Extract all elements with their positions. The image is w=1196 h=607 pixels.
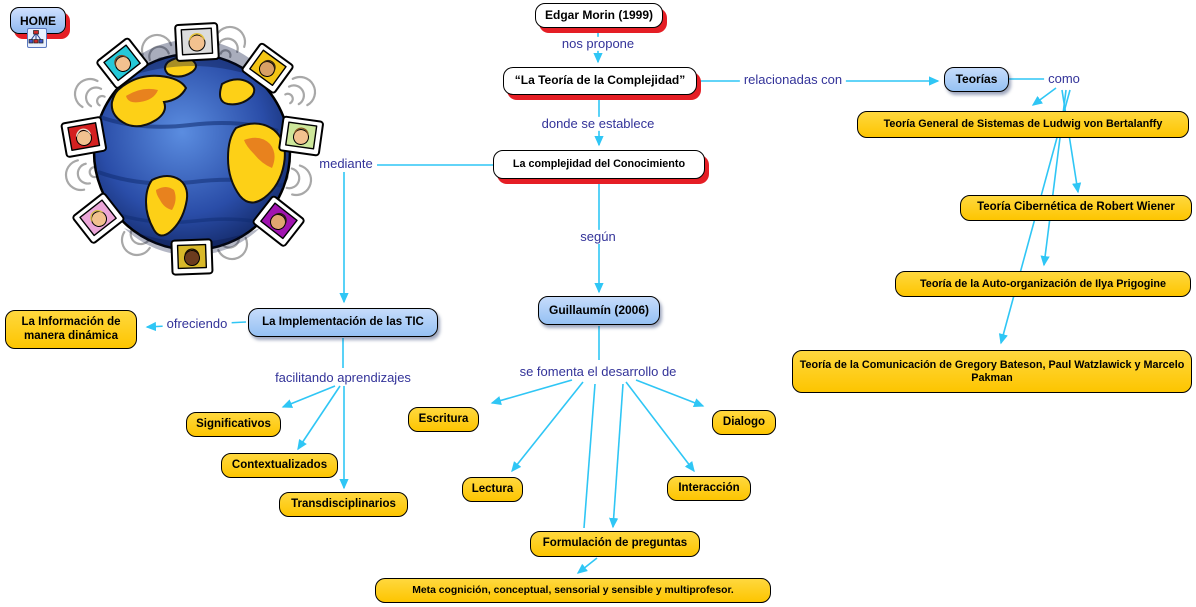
node-significativos[interactable]: Significativos xyxy=(186,412,281,437)
link-mediante: mediante xyxy=(315,156,377,172)
node-teoria-cibernetica-wiener[interactable]: Teoría Cibernética de Robert Wiener xyxy=(960,195,1192,221)
earth-globe xyxy=(92,39,292,256)
node-dialogo[interactable]: Dialogo xyxy=(712,410,776,435)
node-teoria-comunicacion-bateson[interactable]: Teoría de la Comunicación de Gregory Bat… xyxy=(792,350,1192,393)
node-informacion-dinamica[interactable]: La Información de manera dinámica xyxy=(5,310,137,349)
link-ofreciendo: ofreciendo xyxy=(162,316,232,332)
node-interaccion[interactable]: Interacción xyxy=(667,476,751,501)
node-transdisciplinarios[interactable]: Transdisciplinarios xyxy=(279,492,408,517)
node-lectura[interactable]: Lectura xyxy=(462,477,523,502)
link-nos-propone: nos propone xyxy=(557,36,639,52)
globe-network-illustration xyxy=(60,22,324,276)
node-metacognicion[interactable]: Meta cognición, conceptual, sensorial y … xyxy=(375,578,771,603)
node-edgar-morin[interactable]: Edgar Morin (1999) xyxy=(535,3,663,28)
link-relacionadas-con: relacionadas con xyxy=(739,72,847,88)
node-complejidad-conocimiento[interactable]: La complejidad del Conocimiento xyxy=(493,150,705,179)
node-teoria-complejidad[interactable]: “La Teoría de la Complejidad” xyxy=(503,67,697,95)
node-teorias[interactable]: Teorías xyxy=(944,67,1009,92)
concept-map-icon[interactable] xyxy=(27,28,47,48)
link-segun: según xyxy=(576,229,620,245)
link-donde-se-establece: donde se establece xyxy=(537,116,659,132)
concept-map-glyph xyxy=(28,30,44,44)
node-implementacion-tic[interactable]: La Implementación de las TIC xyxy=(248,308,438,337)
node-escritura[interactable]: Escritura xyxy=(408,407,479,432)
link-se-fomenta: se fomenta el desarrollo de xyxy=(515,364,681,380)
node-contextualizados[interactable]: Contextualizados xyxy=(221,453,338,478)
link-facilitando-aprendizajes: facilitando aprendizajes xyxy=(271,370,415,386)
node-formulacion-preguntas[interactable]: Formulación de preguntas xyxy=(530,531,700,557)
link-como: como xyxy=(1044,71,1084,87)
computer-monitors xyxy=(60,22,324,276)
node-guillaumin[interactable]: Guillaumín (2006) xyxy=(538,296,660,325)
node-teoria-autoorganizacion-prigogine[interactable]: Teoría de la Auto-organización de Ilya P… xyxy=(895,271,1191,297)
node-teoria-sistemas-bertalanffy[interactable]: Teoría General de Sistemas de Ludwig von… xyxy=(857,111,1189,138)
